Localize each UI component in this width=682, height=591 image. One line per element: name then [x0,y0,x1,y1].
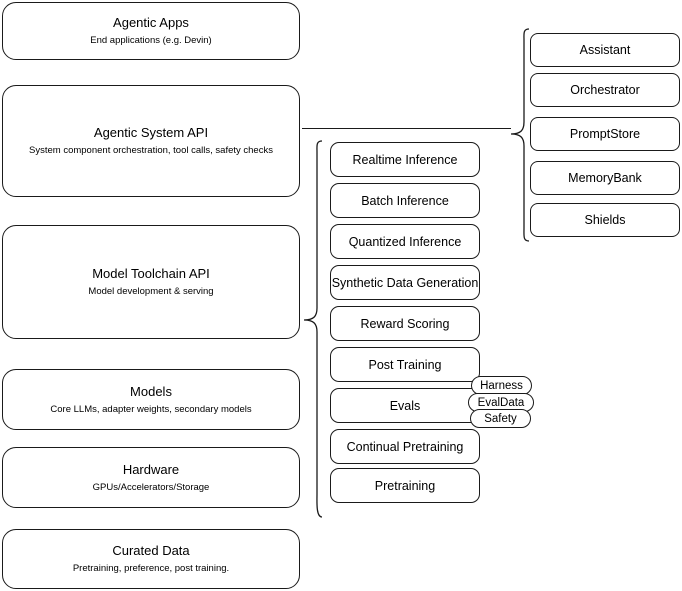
evals-subcomponent-label: Harness [480,379,523,392]
capability-label: Continual Pretraining [346,439,464,454]
system-component-assistant[interactable]: Assistant [530,33,680,67]
brace-toolchain-capabilities [303,140,323,518]
brace-system-components [510,28,530,242]
system-component-label: Assistant [579,43,631,57]
capability-label: Reward Scoring [360,316,450,331]
capability-pretraining[interactable]: Pretraining [330,468,480,503]
evals-subcomponent-label: Safety [484,412,517,425]
layer-subtitle: Pretraining, preference, post training. [72,563,230,574]
layer-subtitle: Model development & serving [88,286,214,297]
layer-hardware[interactable]: Hardware GPUs/Accelerators/Storage [2,447,300,508]
capability-batch-inference[interactable]: Batch Inference [330,183,480,218]
layer-models[interactable]: Models Core LLMs, adapter weights, secon… [2,369,300,430]
layer-title: Agentic Apps [113,15,189,30]
capability-post-training[interactable]: Post Training [330,347,480,382]
evals-subcomponent-label: EvalData [477,396,525,409]
capability-realtime-inference[interactable]: Realtime Inference [330,142,480,177]
system-component-promptstore[interactable]: PromptStore [530,117,680,151]
system-component-orchestrator[interactable]: Orchestrator [530,73,680,107]
connector-system-api-to-components [302,128,511,130]
capability-label: Evals [389,398,421,413]
system-component-label: Shields [584,213,626,227]
layer-title: Curated Data [112,543,190,558]
layer-subtitle: End applications (e.g. Devin) [90,35,212,46]
capability-quantized-inference[interactable]: Quantized Inference [330,224,480,259]
layer-title: Models [130,383,172,399]
capability-evals[interactable]: Evals [330,388,480,423]
layer-title: Model Toolchain API [92,266,210,281]
layer-title: Hardware [122,461,180,477]
capability-synthetic-data-generation[interactable]: Synthetic Data Generation [330,265,480,300]
layer-subtitle: Core LLMs, adapter weights, secondary mo… [50,403,252,415]
system-component-memorybank[interactable]: MemoryBank [530,161,680,195]
layer-subtitle: GPUs/Accelerators/Storage [92,481,210,493]
capability-label: Pretraining [374,478,436,493]
evals-subcomponent-evaldata[interactable]: EvalData [468,393,534,412]
capability-label: Synthetic Data Generation [331,275,479,290]
layer-model-toolchain-api[interactable]: Model Toolchain API Model development & … [2,225,300,339]
system-component-label: Orchestrator [570,83,640,97]
capability-label: Post Training [368,357,442,372]
capability-reward-scoring[interactable]: Reward Scoring [330,306,480,341]
system-component-label: MemoryBank [568,171,642,185]
layer-agentic-apps[interactable]: Agentic Apps End applications (e.g. Devi… [2,2,300,60]
system-component-label: PromptStore [569,127,641,141]
evals-subcomponent-safety[interactable]: Safety [470,409,531,428]
capability-label: Batch Inference [361,193,449,208]
layer-title: Agentic System API [93,125,209,140]
layer-curated-data[interactable]: Curated Data Pretraining, preference, po… [2,529,300,589]
capability-continual-pretraining[interactable]: Continual Pretraining [330,429,480,464]
layer-subtitle: System component orchestration, tool cal… [29,145,273,156]
capability-label: Realtime Inference [352,152,458,167]
system-component-shields[interactable]: Shields [530,203,680,237]
layer-agentic-system-api[interactable]: Agentic System API System component orch… [2,85,300,197]
capability-label: Quantized Inference [348,234,462,249]
